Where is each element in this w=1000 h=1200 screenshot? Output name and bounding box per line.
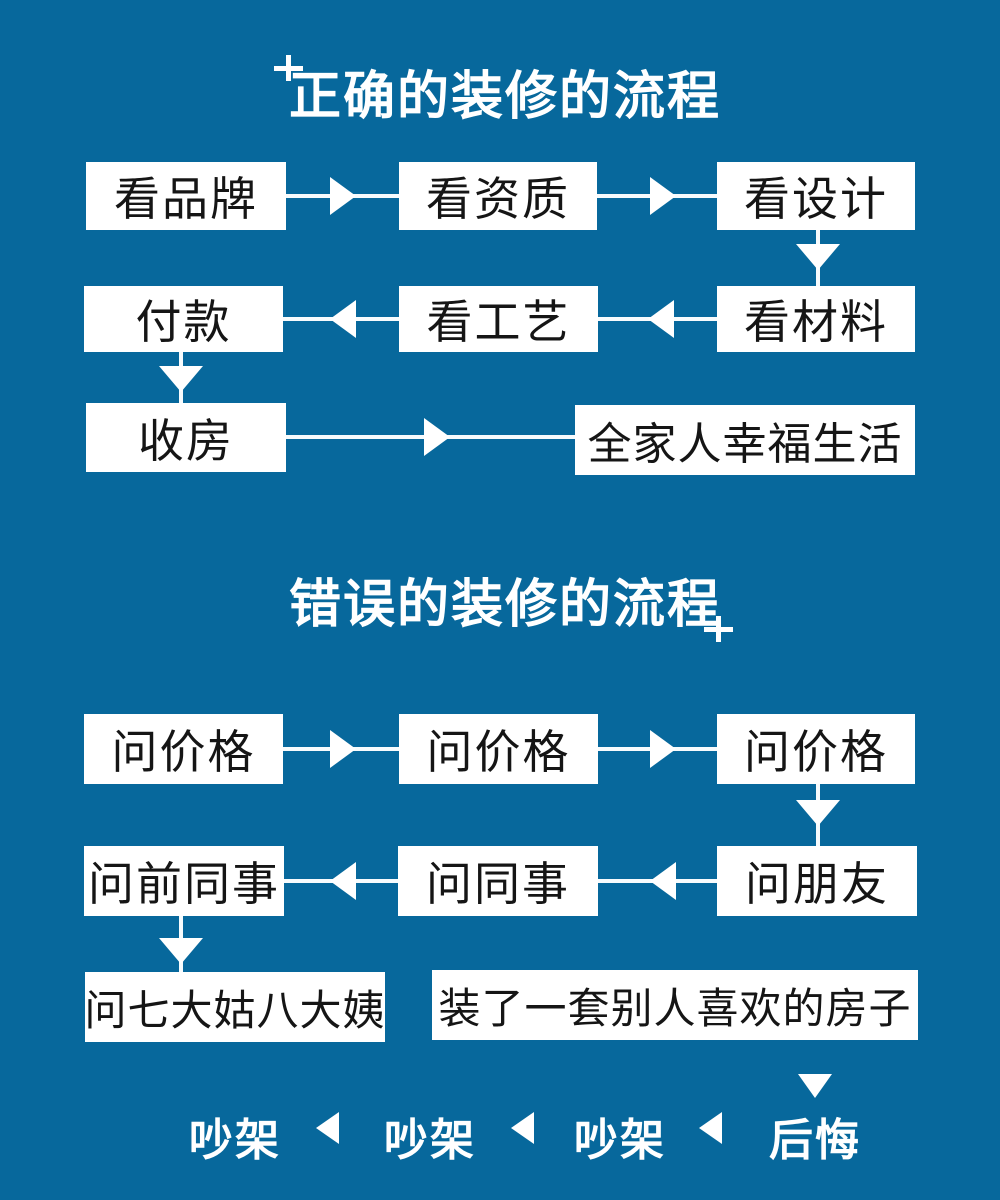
- flow-wrong-title: 错误的装修的流程: [288, 576, 721, 634]
- box-ask-aunts: 问七大姑八大姨: [85, 972, 385, 1042]
- arrow-left-icon: [316, 1112, 339, 1144]
- box-family-happy-life: 全家人幸福生活: [575, 405, 915, 475]
- box-receive-house: 收房: [86, 403, 286, 472]
- box-decorated-house-others-like: 装了一套别人喜欢的房子: [432, 970, 918, 1040]
- crosshair-vertical-bar: [716, 616, 721, 642]
- arrow-down-icon: [159, 938, 203, 964]
- arrow-left-icon: [330, 300, 356, 338]
- box-ask-friend: 问朋友: [717, 846, 917, 916]
- arrow-down-icon: [796, 800, 840, 826]
- box-look-material: 看材料: [717, 286, 915, 352]
- box-ask-price-2: 问价格: [399, 714, 598, 784]
- arrow-house-to-regret-icon: [798, 1074, 832, 1098]
- label-quarrel-3: 吵架: [574, 1116, 666, 1165]
- box-look-craft: 看工艺: [399, 286, 598, 352]
- box-look-qualification: 看资质: [399, 162, 597, 230]
- box-ask-colleague: 问同事: [398, 846, 598, 916]
- box-ask-price-1: 问价格: [84, 714, 283, 784]
- arrow-left-icon: [650, 862, 676, 900]
- box-look-design: 看设计: [717, 162, 915, 230]
- arrow-right-icon: [650, 177, 676, 215]
- arrow-left-icon: [699, 1112, 722, 1144]
- arrow-left-icon: [511, 1112, 534, 1144]
- box-ask-price-3: 问价格: [717, 714, 915, 784]
- label-quarrel-1: 吵架: [189, 1116, 281, 1165]
- arrow-down-icon: [796, 244, 840, 270]
- arrow-right-icon: [424, 418, 450, 456]
- label-regret: 后悔: [769, 1116, 861, 1165]
- crosshair-vertical-bar: [286, 55, 291, 81]
- arrow-down-icon: [159, 366, 203, 392]
- box-look-brand: 看品牌: [86, 162, 286, 230]
- box-payment: 付款: [84, 286, 283, 352]
- arrow-right-icon: [650, 730, 676, 768]
- arrow-left-icon: [330, 862, 356, 900]
- arrow-right-icon: [330, 730, 356, 768]
- box-ask-ex-colleague: 问前同事: [84, 846, 284, 916]
- arrow-right-icon: [330, 177, 356, 215]
- flow-correct-title: 正确的装修的流程: [288, 68, 721, 126]
- label-quarrel-2: 吵架: [384, 1116, 476, 1165]
- arrow-left-icon: [648, 300, 674, 338]
